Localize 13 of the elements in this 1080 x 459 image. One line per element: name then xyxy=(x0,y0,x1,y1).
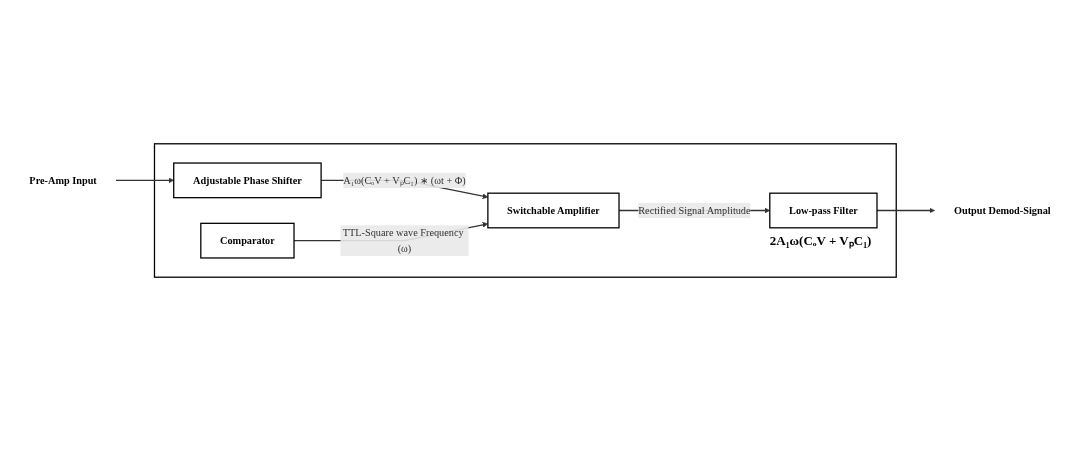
edge-label: A₁ω(CₒV + VₚC₁) ∗ (ωt + Φ) xyxy=(343,174,466,185)
arrow xyxy=(115,177,174,183)
edge-label: Rectified Signal Amplitude xyxy=(638,204,751,216)
node-text: Output Demod-Signal xyxy=(953,204,1051,216)
formula-text: 2A₁ω(CₒV + VₚC₁) xyxy=(769,232,872,250)
cluster xyxy=(153,142,897,278)
node-box: Switchable Amplifier xyxy=(487,192,620,228)
node-text: Pre-Amp Input xyxy=(29,174,97,185)
arrow xyxy=(876,207,935,213)
edge-label: TTL-Square wave Frequency (ω) xyxy=(342,226,464,253)
node-box: Comparator xyxy=(200,222,295,259)
node-box: Low-pass Filter xyxy=(769,192,878,228)
node-box: Adjustable Phase Shifter xyxy=(173,161,322,198)
